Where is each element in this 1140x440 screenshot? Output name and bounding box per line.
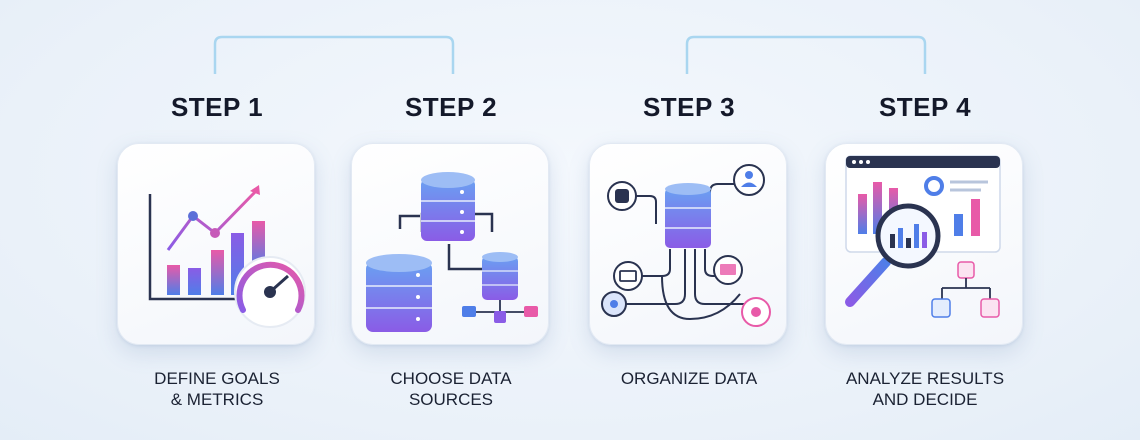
- connector-step1-step2: [213, 35, 455, 74]
- data-sources-icon: [366, 172, 538, 332]
- database-icon: [482, 252, 518, 300]
- step-title: STEP 1: [170, 92, 264, 122]
- connector-step3-step4: [685, 35, 927, 74]
- goals-metrics-icon: [148, 185, 306, 328]
- database-icon: [421, 172, 475, 241]
- step-title: STEP 2: [404, 92, 498, 122]
- step-pair-connectors: [213, 35, 927, 74]
- step-title: STEP 4: [878, 92, 972, 122]
- step-card: [589, 143, 787, 345]
- step-caption: CHOOSE DATA SOURCES: [390, 369, 512, 409]
- step-caption: ANALYZE RESULTS AND DECIDE: [845, 369, 1005, 409]
- step-card: [117, 143, 315, 345]
- analyze-results-icon: [845, 155, 1001, 318]
- step-card: [825, 143, 1023, 345]
- database-icon: [366, 254, 432, 332]
- step-card: [351, 143, 549, 345]
- step-caption: DEFINE GOALS & METRICS: [154, 369, 280, 409]
- organize-data-icon: [601, 164, 771, 327]
- step-title: STEP 3: [642, 92, 736, 122]
- step-caption: ORGANIZE DATA: [620, 369, 758, 388]
- database-icon: [665, 183, 711, 248]
